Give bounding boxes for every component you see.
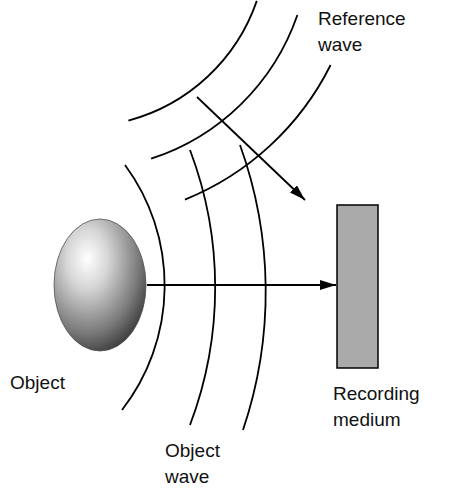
reference-wavefront <box>151 15 297 159</box>
wave-label: Reference wave <box>318 6 418 57</box>
node-label: Object <box>10 370 90 396</box>
wave-label: Object wave <box>165 438 237 489</box>
recording-medium-node: Recording medium <box>330 203 455 436</box>
object-wavefront <box>190 150 215 425</box>
object-wave-arrow <box>147 284 336 286</box>
medium-plate <box>337 205 378 368</box>
reference-wavefront <box>185 65 331 200</box>
object-ellipse <box>54 219 146 351</box>
reference-arrow <box>197 97 305 200</box>
node-label: Recording medium <box>333 381 445 432</box>
object-node: Object <box>8 218 150 400</box>
reference-wavefront <box>128 1 256 121</box>
object-wavefront <box>240 145 266 430</box>
